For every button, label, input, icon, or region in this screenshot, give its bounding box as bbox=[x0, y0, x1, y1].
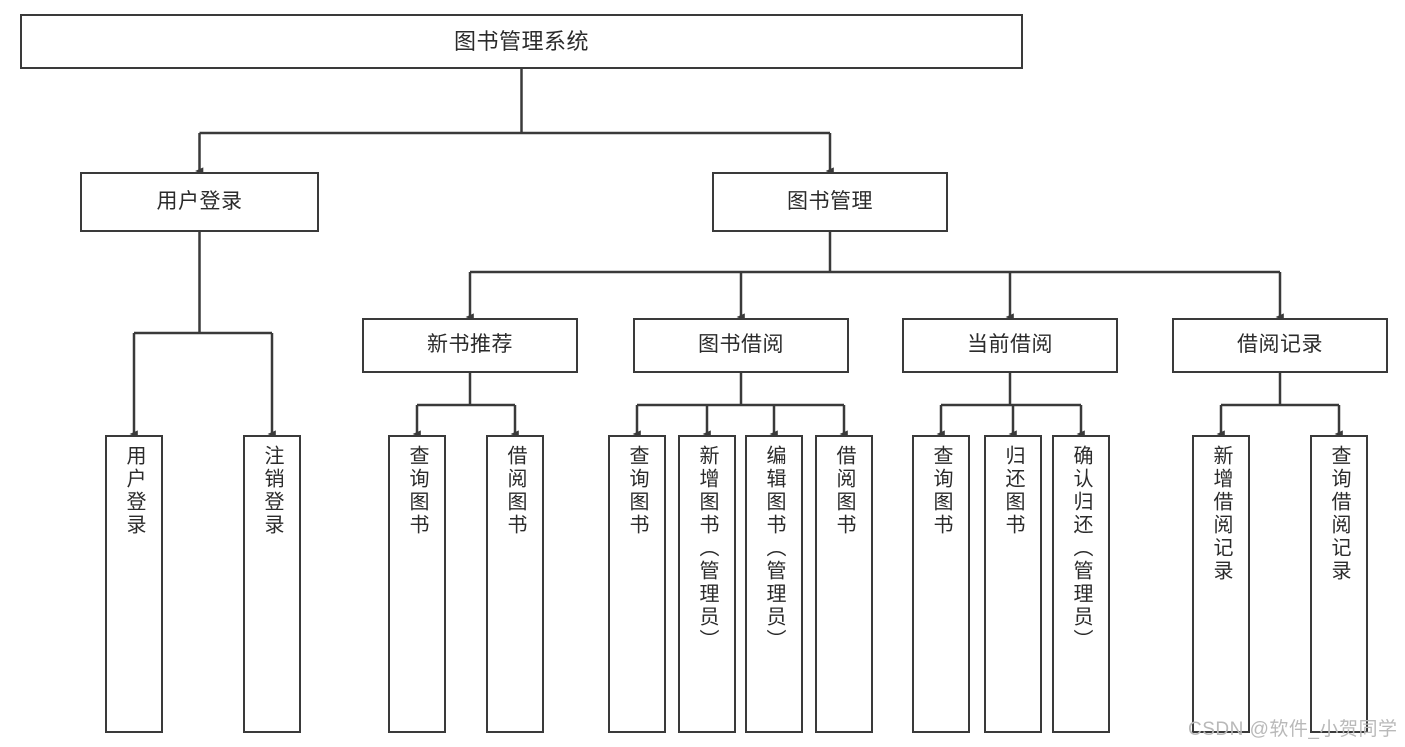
csdn-watermark: CSDN @软件_小贺同学 bbox=[1188, 719, 1398, 740]
node-user_login[interactable]: 用户登录 bbox=[80, 172, 319, 232]
node-label: 查询图书 bbox=[626, 445, 648, 537]
node-label: 查询图书 bbox=[930, 445, 952, 537]
node-leaf_br_add[interactable]: 新增借阅记录 bbox=[1192, 435, 1250, 733]
node-current_borrow[interactable]: 当前借阅 bbox=[902, 318, 1118, 373]
node-book_borrow[interactable]: 图书借阅 bbox=[633, 318, 849, 373]
node-leaf_cb_query[interactable]: 查询图书 bbox=[912, 435, 970, 733]
node-label: 借阅记录 bbox=[1237, 333, 1323, 357]
node-label: 新书推荐 bbox=[427, 333, 513, 357]
node-label: 借阅图书 bbox=[504, 445, 526, 537]
node-label: 注销登录 bbox=[261, 445, 283, 537]
node-leaf_br_query[interactable]: 查询借阅记录 bbox=[1310, 435, 1368, 733]
node-leaf_user_login[interactable]: 用户登录 bbox=[105, 435, 163, 733]
node-label: 查询图书 bbox=[406, 445, 428, 537]
node-label: 查询借阅记录 bbox=[1328, 445, 1350, 583]
node-label: 图书管理 bbox=[787, 189, 873, 213]
node-leaf_bb_edit[interactable]: 编辑图书（管理员） bbox=[745, 435, 803, 733]
node-label: 确认归还（管理员） bbox=[1070, 445, 1092, 652]
node-leaf_nb_query[interactable]: 查询图书 bbox=[388, 435, 446, 733]
node-label: 图书借阅 bbox=[698, 333, 784, 357]
node-label: 归还图书 bbox=[1002, 445, 1024, 537]
node-root[interactable]: 图书管理系统 bbox=[20, 14, 1023, 69]
node-leaf_bb_borrow[interactable]: 借阅图书 bbox=[815, 435, 873, 733]
node-leaf_cb_confirm[interactable]: 确认归还（管理员） bbox=[1052, 435, 1110, 733]
node-label: 新增图书（管理员） bbox=[696, 445, 718, 652]
node-leaf_bb_add[interactable]: 新增图书（管理员） bbox=[678, 435, 736, 733]
node-leaf_logout[interactable]: 注销登录 bbox=[243, 435, 301, 733]
node-leaf_nb_borrow[interactable]: 借阅图书 bbox=[486, 435, 544, 733]
node-new_book_rec[interactable]: 新书推荐 bbox=[362, 318, 578, 373]
node-leaf_bb_query[interactable]: 查询图书 bbox=[608, 435, 666, 733]
node-leaf_cb_return[interactable]: 归还图书 bbox=[984, 435, 1042, 733]
node-label: 编辑图书（管理员） bbox=[763, 445, 785, 652]
node-label: 当前借阅 bbox=[967, 333, 1053, 357]
node-label: 新增借阅记录 bbox=[1210, 445, 1232, 583]
node-borrow_record[interactable]: 借阅记录 bbox=[1172, 318, 1388, 373]
node-label: 用户登录 bbox=[156, 189, 243, 213]
node-book_manage[interactable]: 图书管理 bbox=[712, 172, 948, 232]
node-label: 用户登录 bbox=[123, 445, 145, 537]
node-label: 借阅图书 bbox=[833, 445, 855, 537]
node-label: 图书管理系统 bbox=[453, 28, 589, 54]
